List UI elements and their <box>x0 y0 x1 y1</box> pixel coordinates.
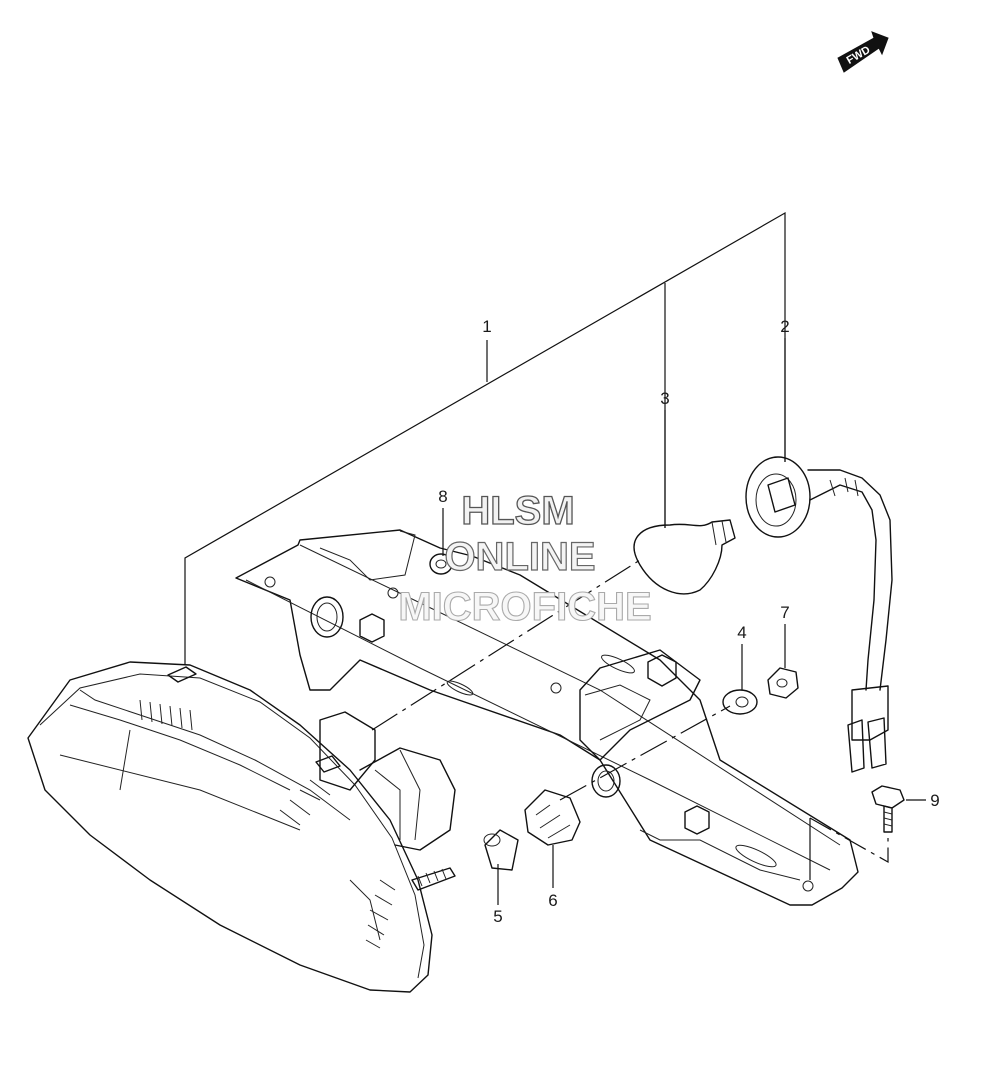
part-3-bulb <box>633 519 736 595</box>
tail-lamp-assembly <box>27 661 456 993</box>
watermark-line-3: MICROFICHE <box>398 585 651 629</box>
part-6-grommet <box>524 789 581 846</box>
watermark-line-1: HLSM <box>461 489 574 533</box>
watermark: HLSM ONLINE MICROFICHE <box>398 488 652 629</box>
mounting-bracket <box>235 529 859 906</box>
watermark-line-2: ONLINE <box>444 535 595 579</box>
part-7-nut <box>767 667 799 699</box>
part-5-spacer <box>483 829 519 871</box>
callout-6: 6 <box>548 891 557 910</box>
part-8-nut <box>429 553 453 575</box>
part-4-washer <box>722 689 758 715</box>
callout-3: 3 <box>660 389 669 408</box>
callout-2: 2 <box>780 317 789 336</box>
forward-arrow-icon <box>837 31 889 73</box>
callout-4: 4 <box>737 623 746 642</box>
callout-7: 7 <box>780 603 789 622</box>
callout-labels: 1 2 3 4 5 6 7 8 9 <box>438 317 939 926</box>
callout-9: 9 <box>930 791 939 810</box>
callout-8: 8 <box>438 487 447 506</box>
fwd-label: FWD <box>845 44 873 67</box>
callout-5: 5 <box>493 907 502 926</box>
part-2-socket-harness <box>745 456 893 773</box>
fwd-direction-badge: FWD <box>837 31 889 73</box>
callout-1: 1 <box>482 317 491 336</box>
leader-lines <box>371 338 926 905</box>
part-9-bolt <box>871 785 905 833</box>
